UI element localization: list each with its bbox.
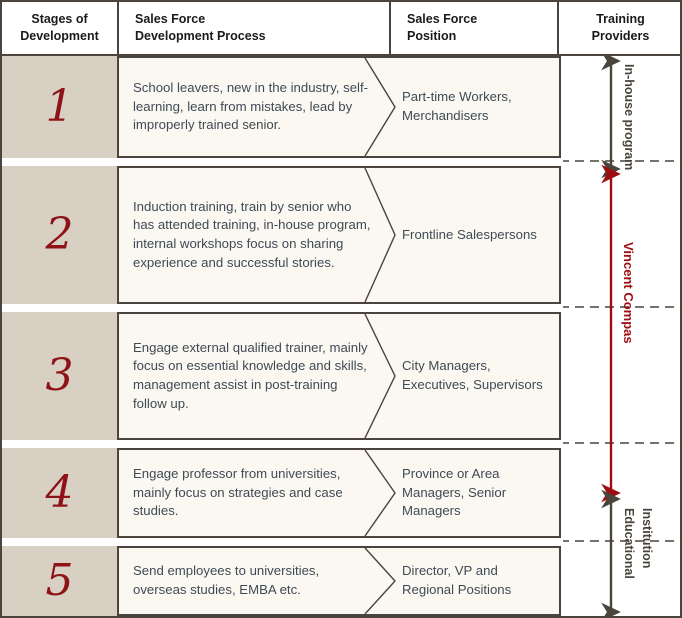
process-cell: Engage external qualified trainer, mainl… (133, 312, 373, 440)
position-cell: Frontline Salespersons (402, 166, 552, 304)
table-row[interactable]: 4 Engage professor from universities, ma… (2, 448, 561, 538)
stage-number-cell: 2 (2, 166, 119, 304)
process-text: Induction training, train by senior who … (133, 198, 371, 270)
header-line-2: Development Process (135, 29, 266, 43)
header-training-providers: Training Providers (561, 2, 680, 54)
stage-number-cell: 4 (2, 448, 119, 538)
position-cell: Part-time Workers, Merchandisers (402, 56, 552, 158)
arrow-label-vincent-compas: Vincent Compas (621, 242, 636, 344)
header-sales-force-development-process: Sales Force Development Process (121, 2, 391, 54)
position-text: Part-time Workers, Merchandisers (402, 89, 512, 123)
stage-number-cell: 1 (2, 56, 119, 158)
arrow-label-in-house-program: In-house program (622, 64, 636, 171)
table-header: Stages of Development Sales Force Develo… (2, 2, 680, 56)
stage-number-cell: 3 (2, 312, 119, 440)
stage-number: 4 (45, 467, 74, 518)
header-line-2: Development (20, 29, 99, 43)
process-cell: School leavers, new in the industry, sel… (133, 56, 373, 158)
arrow-label-educational-line-1: Educational (622, 508, 636, 579)
stage-number: 2 (45, 209, 74, 260)
header-line-2: Providers (591, 29, 650, 43)
stage-rows: 1 School leavers, new in the industry, s… (2, 56, 680, 616)
position-text: Province or Area Managers, Senior Manage… (402, 465, 507, 519)
table-row[interactable]: 2 Induction training, train by senior wh… (2, 166, 561, 304)
process-cell: Engage professor from universities, main… (133, 448, 373, 538)
header-line-1: Sales Force (407, 11, 478, 26)
process-cell: Induction training, train by senior who … (133, 166, 373, 304)
table-row[interactable]: 3 Engage external qualified trainer, mai… (2, 312, 561, 440)
stage-number: 1 (45, 81, 74, 132)
process-cell: Send employees to universities, overseas… (133, 546, 373, 616)
position-cell: City Managers, Executives, Supervisors (402, 312, 552, 440)
process-text: Send employees to universities, overseas… (133, 563, 320, 597)
position-cell: Director, VP and Regional Positions (402, 546, 552, 616)
process-text: School leavers, new in the industry, sel… (133, 79, 369, 133)
header-line-1: Training (596, 11, 645, 26)
position-cell: Province or Area Managers, Senior Manage… (402, 448, 552, 538)
position-text: City Managers, Executives, Supervisors (402, 358, 543, 392)
training-providers-column: In-house program Vincent Compas Educatio… (563, 56, 680, 616)
stage-number-cell: 5 (2, 546, 119, 616)
table-row[interactable]: 1 School leavers, new in the industry, s… (2, 56, 561, 158)
position-text: Director, VP and Regional Positions (402, 563, 512, 597)
stage-number: 5 (45, 555, 74, 606)
header-sales-force-position: Sales Force Position (393, 2, 559, 54)
header-line-1: Stages of (31, 11, 88, 26)
table-row[interactable]: 5 Send employees to universities, overse… (2, 546, 561, 616)
arrow-label-educational-line-2: Institution (640, 508, 654, 569)
position-text: Frontline Salespersons (402, 226, 537, 242)
process-text: Engage professor from universities, main… (133, 465, 343, 519)
stage-number: 3 (45, 350, 74, 401)
header-line-1: Sales Force (135, 11, 206, 26)
process-text: Engage external qualified trainer, mainl… (133, 339, 368, 411)
training-providers-arrows (563, 56, 680, 616)
header-line-2: Position (407, 29, 457, 43)
header-stages-of-development: Stages of Development (2, 2, 119, 54)
